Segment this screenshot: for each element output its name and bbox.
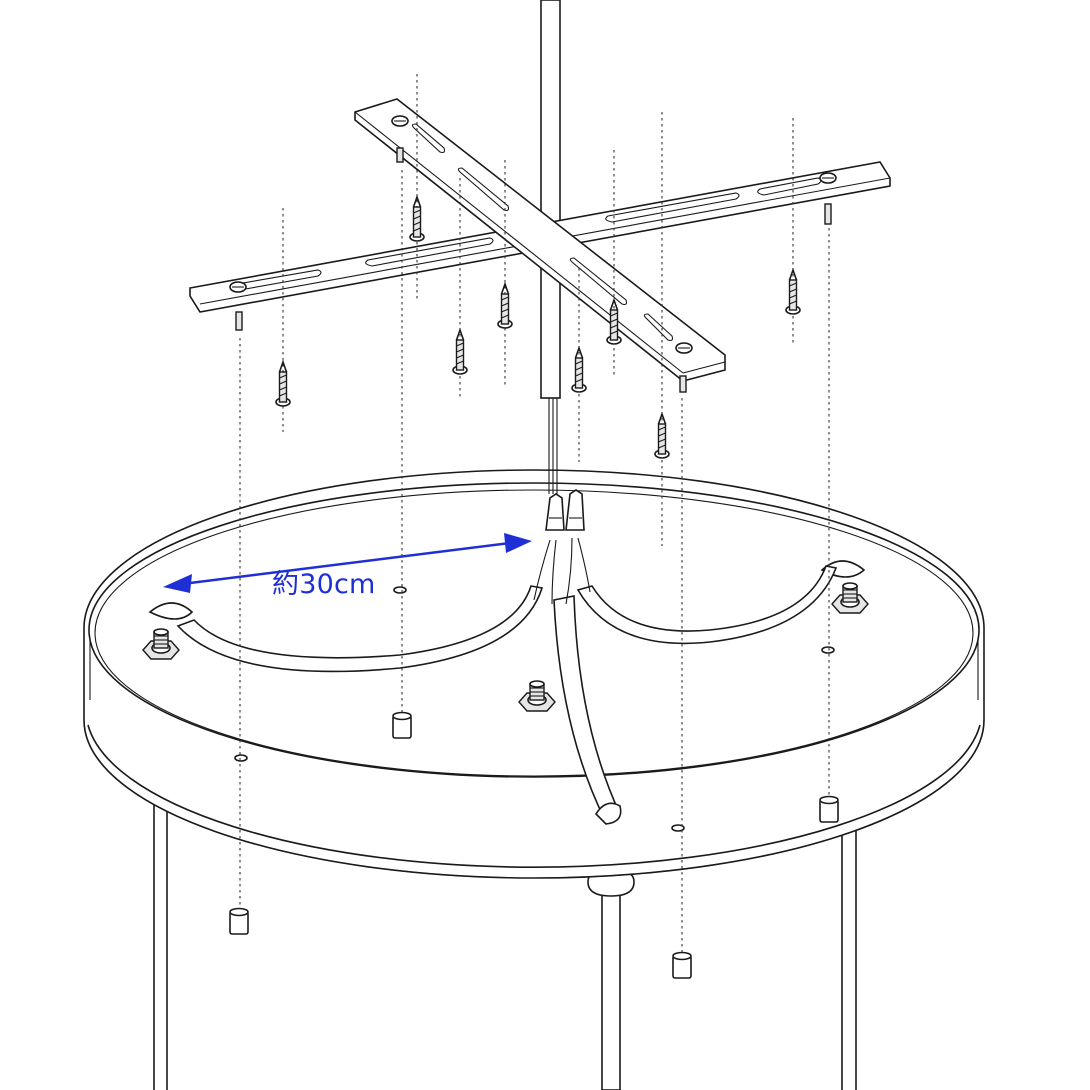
- center-pipe: [540, 0, 561, 494]
- cross-bracket: [189, 98, 891, 393]
- suspension-rods: [153, 798, 857, 1090]
- power-cords: [176, 489, 838, 825]
- dimension-arrow: [163, 533, 532, 593]
- canopy-disk: [83, 469, 985, 879]
- dimension-label: 約30cm: [272, 569, 376, 600]
